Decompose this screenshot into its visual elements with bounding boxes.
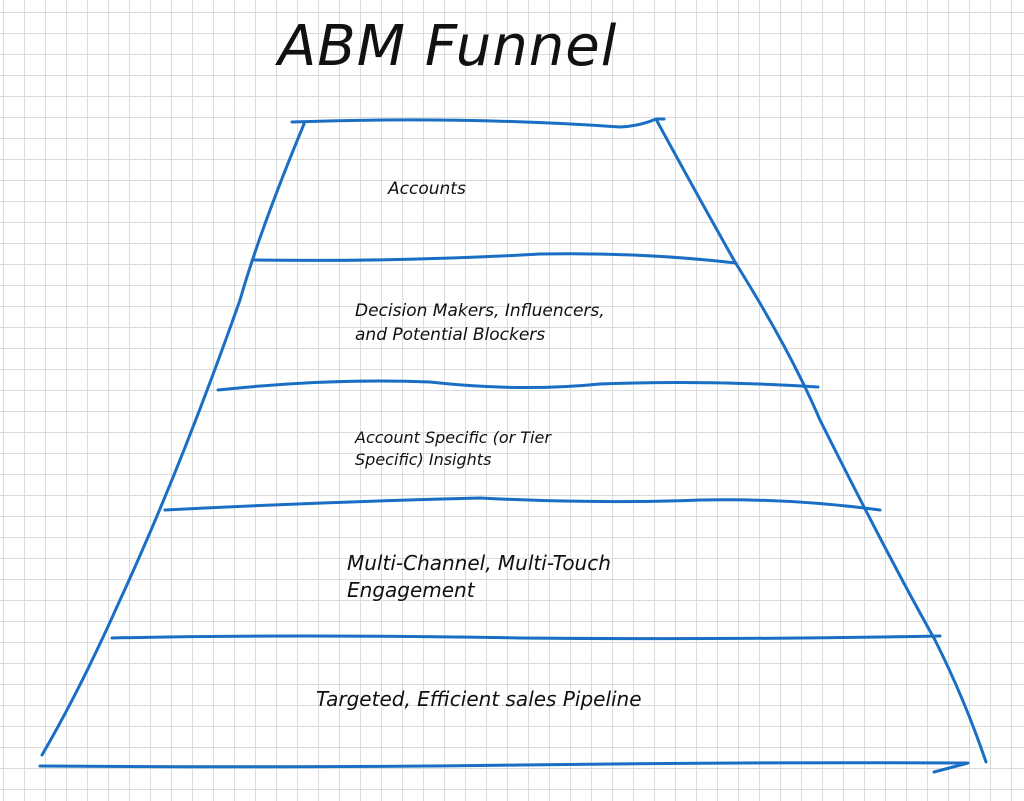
funnel-left-side xyxy=(40,122,306,757)
page-title: ABM Funnel xyxy=(278,14,618,79)
funnel-right-side xyxy=(655,119,988,764)
stage-label-pipeline: Targeted, Efficient sales Pipeline xyxy=(316,687,642,711)
stage-label-engagement: Multi-Channel, Multi-Touch Engagement xyxy=(347,551,611,602)
funnel-divider-3 xyxy=(163,496,882,512)
funnel-divider-2 xyxy=(216,379,820,392)
stage-label-insights: Account Specific (or Tier Specific) Insi… xyxy=(355,428,551,470)
funnel-divider-1 xyxy=(252,252,738,265)
stage-label-decision-makers: Decision Makers, Influencers, and Potent… xyxy=(355,301,605,345)
funnel-bottom-edge xyxy=(38,761,970,774)
stage-label-accounts: Accounts xyxy=(388,179,466,199)
funnel-divider-4 xyxy=(110,634,942,641)
funnel-top-edge xyxy=(290,117,666,129)
